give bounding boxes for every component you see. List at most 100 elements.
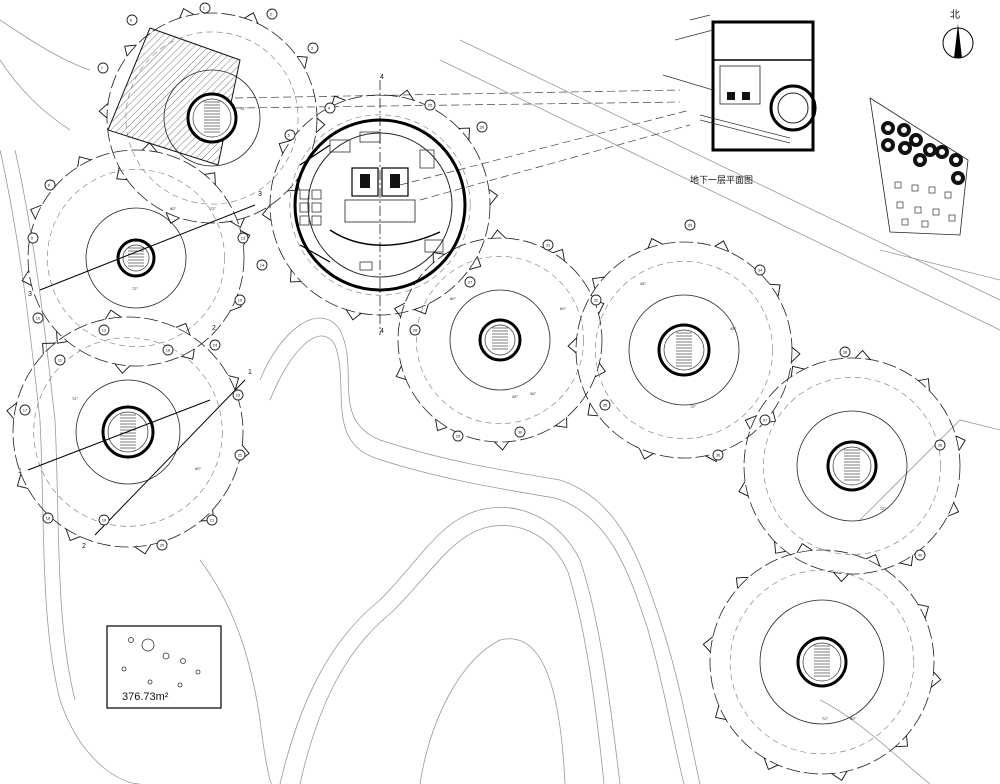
grid-bubble: 24 bbox=[209, 339, 221, 351]
grid-bubble: 3 bbox=[307, 42, 319, 54]
grid-bubble-label: 36 bbox=[716, 453, 721, 458]
grid-bubble: 13 bbox=[237, 232, 249, 244]
section-mark-label: 2 bbox=[82, 543, 86, 550]
grid-bubble: 40 bbox=[914, 549, 926, 561]
grid-bubble: 22 bbox=[234, 449, 246, 461]
grid-bubble: 37 bbox=[759, 414, 771, 426]
grid-bubble: 20 bbox=[156, 539, 168, 551]
grid-bubble-label: 22 bbox=[238, 453, 243, 458]
tower-pod bbox=[21, 142, 251, 374]
grid-bubble-label: 14 bbox=[260, 263, 265, 268]
grid-bubble-label: 12 bbox=[102, 328, 107, 333]
grid-bubble-label: 24 bbox=[213, 343, 218, 348]
dimension-note: 72° bbox=[240, 106, 246, 111]
grid-bubble: 10 bbox=[32, 312, 44, 324]
grid-bubble: 27 bbox=[464, 276, 476, 288]
north-arrow-icon: 北 bbox=[942, 9, 974, 59]
grid-bubble: 21 bbox=[206, 514, 218, 526]
grid-bubble-label: 35 bbox=[603, 403, 608, 408]
grid-bubble: 4 bbox=[324, 102, 336, 114]
grid-bubble-label: 2 bbox=[270, 12, 273, 17]
grid-bubble: 34 bbox=[754, 264, 766, 276]
dimension-note: 45° bbox=[640, 281, 646, 286]
central-building bbox=[293, 80, 467, 335]
grid-bubble: 18 bbox=[42, 512, 54, 524]
grid-bubble: 16 bbox=[162, 344, 174, 356]
grid-bubble: 19 bbox=[98, 514, 110, 526]
tower-pod bbox=[567, 237, 801, 463]
grid-bubble-label: 30 bbox=[518, 430, 523, 435]
grid-bubble-label: 16 bbox=[166, 348, 171, 353]
grid-bubble-label: 9 bbox=[31, 236, 34, 241]
section-mark-label: 2 bbox=[212, 325, 216, 332]
grid-bubble-label: 18 bbox=[46, 516, 51, 521]
tower-pod bbox=[738, 349, 966, 583]
grid-bubble: 25 bbox=[424, 99, 436, 111]
grid-bubble: 2 bbox=[266, 8, 278, 20]
grid-bubble: 8 bbox=[44, 179, 56, 191]
grid-bubble-label: 37 bbox=[763, 418, 768, 423]
grid-bubble-label: 1 bbox=[203, 6, 206, 11]
section-mark-label: 1 bbox=[18, 468, 22, 475]
tower-pods bbox=[6, 7, 966, 781]
dimension-note: 60° bbox=[170, 206, 176, 211]
grid-bubble-label: 19 bbox=[102, 518, 107, 523]
grid-bubble: 6 bbox=[126, 14, 138, 26]
grid-bubble: 38 bbox=[839, 346, 851, 358]
section-mark-label: 3 bbox=[28, 291, 32, 298]
grid-bubble: 28 bbox=[409, 324, 421, 336]
grid-bubble: 14 bbox=[256, 259, 268, 271]
grid-bubble: 36 bbox=[712, 449, 724, 461]
grid-bubble-label: 4 bbox=[328, 106, 331, 111]
dimension-note: 72° bbox=[72, 396, 78, 401]
section-mark-label: 1 bbox=[248, 369, 252, 376]
section-mark-label: 4 bbox=[380, 328, 384, 335]
dimension-note: 72° bbox=[132, 286, 138, 291]
grid-bubble-label: 15 bbox=[238, 298, 243, 303]
grid-bubble-label: 5 bbox=[288, 133, 291, 138]
grid-bubble-label: 33 bbox=[688, 223, 693, 228]
grid-bubble: 17 bbox=[19, 404, 31, 416]
grid-bubble-label: 26 bbox=[480, 125, 485, 130]
grid-bubble-label: 13 bbox=[241, 236, 246, 241]
dimension-note: 45° bbox=[512, 394, 518, 399]
grid-bubble-label: 38 bbox=[843, 350, 848, 355]
grid-bubble-label: 40 bbox=[918, 553, 923, 558]
grid-bubble-label: 7 bbox=[101, 66, 104, 71]
dimension-note: 60° bbox=[450, 296, 456, 301]
grid-bubble-label: 20 bbox=[160, 543, 165, 548]
grid-bubble: 35 bbox=[599, 399, 611, 411]
area-legend-box: 376.73m² bbox=[106, 625, 222, 709]
grid-bubble: 31 bbox=[542, 239, 554, 251]
grid-bubble: 7 bbox=[97, 62, 109, 74]
tower-pod bbox=[393, 229, 607, 451]
basement-plan-title: 地下一层平面图 bbox=[690, 174, 753, 185]
grid-bubble-label: 27 bbox=[468, 280, 473, 285]
basement-plan: 地下一层平面图 bbox=[662, 14, 817, 185]
grid-bubble-label: 28 bbox=[413, 328, 418, 333]
grid-bubble-label: 25 bbox=[428, 103, 433, 108]
dimension-note: 36° bbox=[530, 391, 536, 396]
grid-bubble: 5 bbox=[284, 129, 296, 141]
site-paths bbox=[0, 19, 1000, 784]
tower-pod bbox=[702, 543, 942, 781]
dimension-note: 60° bbox=[560, 306, 566, 311]
grid-bubble-label: 6 bbox=[130, 18, 133, 23]
grid-bubble: 26 bbox=[476, 121, 488, 133]
dimension-note: 72° bbox=[822, 716, 828, 721]
grid-bubble: 12 bbox=[98, 324, 110, 336]
section-mark-label: 4 bbox=[380, 74, 384, 81]
grid-bubble: 1 bbox=[199, 2, 211, 14]
grid-bubble-label: 8 bbox=[48, 183, 51, 188]
grid-bubble-label: 21 bbox=[210, 518, 215, 523]
grid-bubble-label: 10 bbox=[36, 316, 41, 321]
grid-bubble: 29 bbox=[452, 430, 464, 442]
grid-bubble: 39 bbox=[934, 439, 946, 451]
grid-bubble-label: 31 bbox=[546, 243, 551, 248]
dimension-note: 72° bbox=[690, 404, 696, 409]
tower-pod bbox=[98, 7, 326, 229]
grid-bubble: 11 bbox=[54, 354, 66, 366]
dimension-note: 72° bbox=[210, 206, 216, 211]
